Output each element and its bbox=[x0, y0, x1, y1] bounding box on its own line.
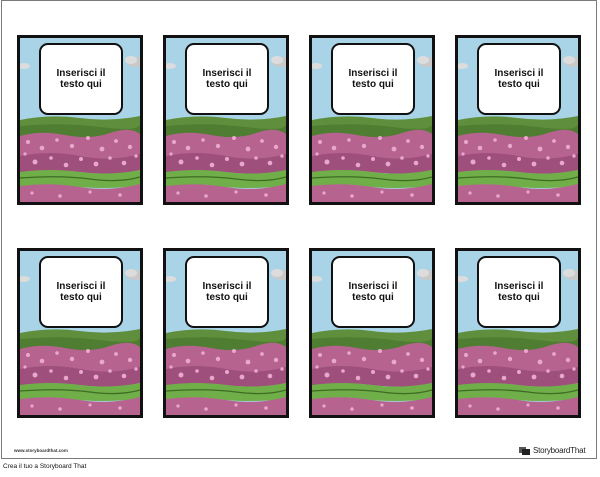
flashcard-text[interactable]: Inserisci il testo qui bbox=[39, 256, 123, 328]
brand-name: StoryboardThat bbox=[533, 446, 586, 455]
flashcard-text[interactable]: Inserisci il testo qui bbox=[331, 256, 415, 328]
flashcard-text[interactable]: Inserisci il testo qui bbox=[185, 43, 269, 115]
flashcard-2[interactable]: Inserisci il testo qui bbox=[163, 35, 289, 205]
brand-logo: StoryboardThat bbox=[519, 446, 586, 455]
flashcard-text[interactable]: Inserisci il testo qui bbox=[477, 43, 561, 115]
flashcard-text[interactable]: Inserisci il testo qui bbox=[39, 43, 123, 115]
flashcard-text[interactable]: Inserisci il testo qui bbox=[477, 256, 561, 328]
flashcard-text[interactable]: Inserisci il testo qui bbox=[331, 43, 415, 115]
flashcard-5[interactable]: Inserisci il testo qui bbox=[17, 248, 143, 418]
caption-link[interactable]: Crea il tuo a Storyboard That bbox=[3, 463, 87, 470]
footer-url: www.storyboardthat.com bbox=[14, 448, 68, 453]
worksheet: Inserisci il testo qui Inserisci il test… bbox=[1, 0, 597, 459]
flashcard-1[interactable]: Inserisci il testo qui bbox=[17, 35, 143, 205]
flashcard-text[interactable]: Inserisci il testo qui bbox=[185, 256, 269, 328]
flashcard-6[interactable]: Inserisci il testo qui bbox=[163, 248, 289, 418]
flashcard-8[interactable]: Inserisci il testo qui bbox=[455, 248, 581, 418]
flashcard-3[interactable]: Inserisci il testo qui bbox=[309, 35, 435, 205]
storyboard-logo-icon bbox=[519, 446, 530, 455]
flashcard-4[interactable]: Inserisci il testo qui bbox=[455, 35, 581, 205]
flashcard-7[interactable]: Inserisci il testo qui bbox=[309, 248, 435, 418]
